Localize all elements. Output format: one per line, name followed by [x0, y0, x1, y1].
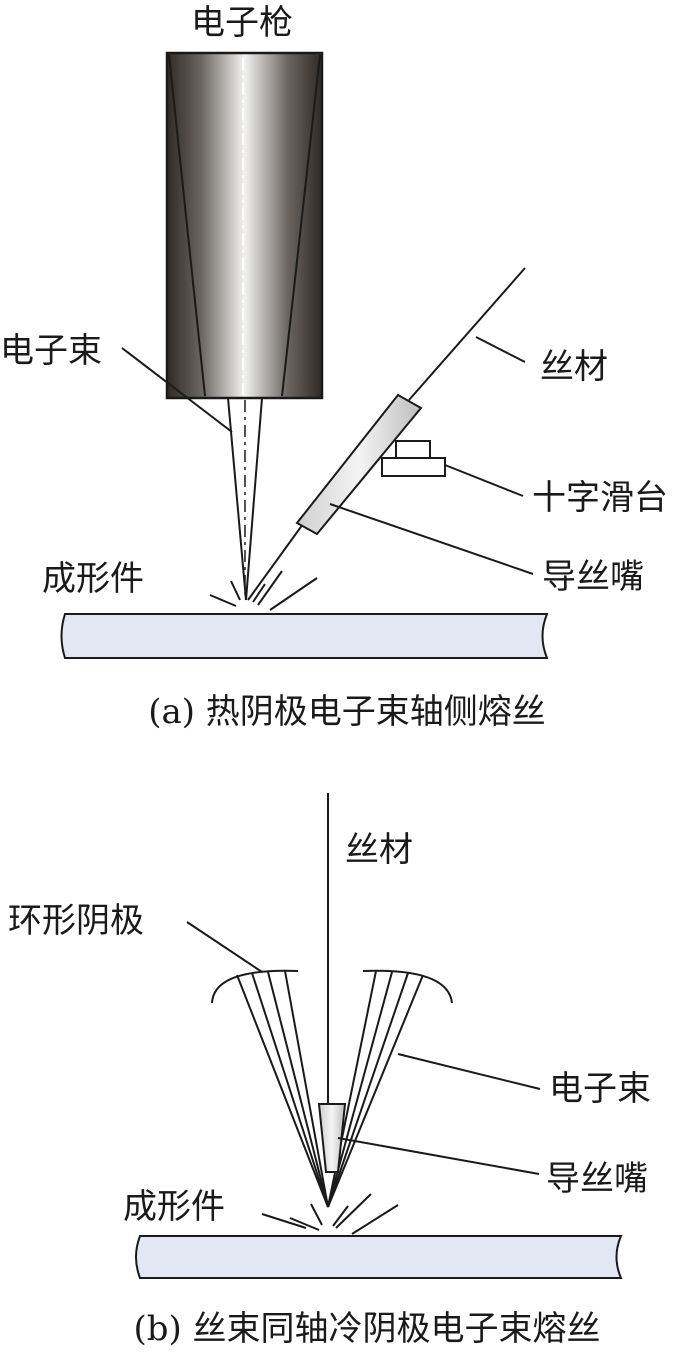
- beam-leader-b: [397, 1053, 541, 1090]
- nozzle-label-a: 导丝嘴: [542, 557, 644, 597]
- wire-label-b: 丝材: [345, 830, 413, 870]
- nozzle-leader-b: [337, 1137, 540, 1175]
- formed-part-b: [135, 1235, 623, 1279]
- caption-a: (a) 热阴极电子束轴侧熔丝: [148, 692, 546, 732]
- cross-slide: [381, 440, 446, 477]
- formed-part-a: [60, 613, 549, 659]
- panel-b: 丝材 环形阴极 电子束 导丝嘴: [8, 793, 651, 1349]
- part-label-a: 成形件: [42, 559, 144, 599]
- electron-gun-label: 电子枪: [191, 3, 293, 43]
- electron-beam-b: [236, 970, 424, 1208]
- nozzle-label-b: 导丝嘴: [546, 1159, 648, 1199]
- wire-nozzle-a: [295, 393, 423, 536]
- spatter-b: [289, 1193, 399, 1235]
- electron-beam-a: [227, 397, 263, 601]
- wire-a-lower: [247, 523, 304, 601]
- slide-leader: [444, 464, 524, 497]
- caption-b: (b) 丝束同轴冷阴极电子束熔丝: [133, 1309, 600, 1349]
- part-leader-b: [261, 1213, 307, 1229]
- cathode-leader: [186, 921, 263, 973]
- nozzle-leader-a: [329, 503, 534, 575]
- cathode-label: 环形阴极: [8, 901, 144, 941]
- part-label-b: 成形件: [123, 1187, 225, 1227]
- beam-leader-a: [121, 347, 233, 433]
- wire-label-a: 丝材: [540, 347, 608, 387]
- wire-a-upper: [408, 267, 526, 401]
- panel-a: 电子枪 电子束 丝材 十字滑台 导丝嘴: [0, 3, 668, 732]
- cross-slide-label: 十字滑台: [532, 478, 668, 518]
- beam-label-a: 电子束: [0, 331, 102, 371]
- wire-leader-a: [475, 336, 526, 363]
- electron-gun: [165, 51, 324, 400]
- spatter-a: [209, 570, 318, 611]
- beam-label-b: 电子束: [549, 1069, 651, 1109]
- annular-cathode: [211, 969, 453, 1004]
- wire-nozzle-b: [317, 1103, 347, 1173]
